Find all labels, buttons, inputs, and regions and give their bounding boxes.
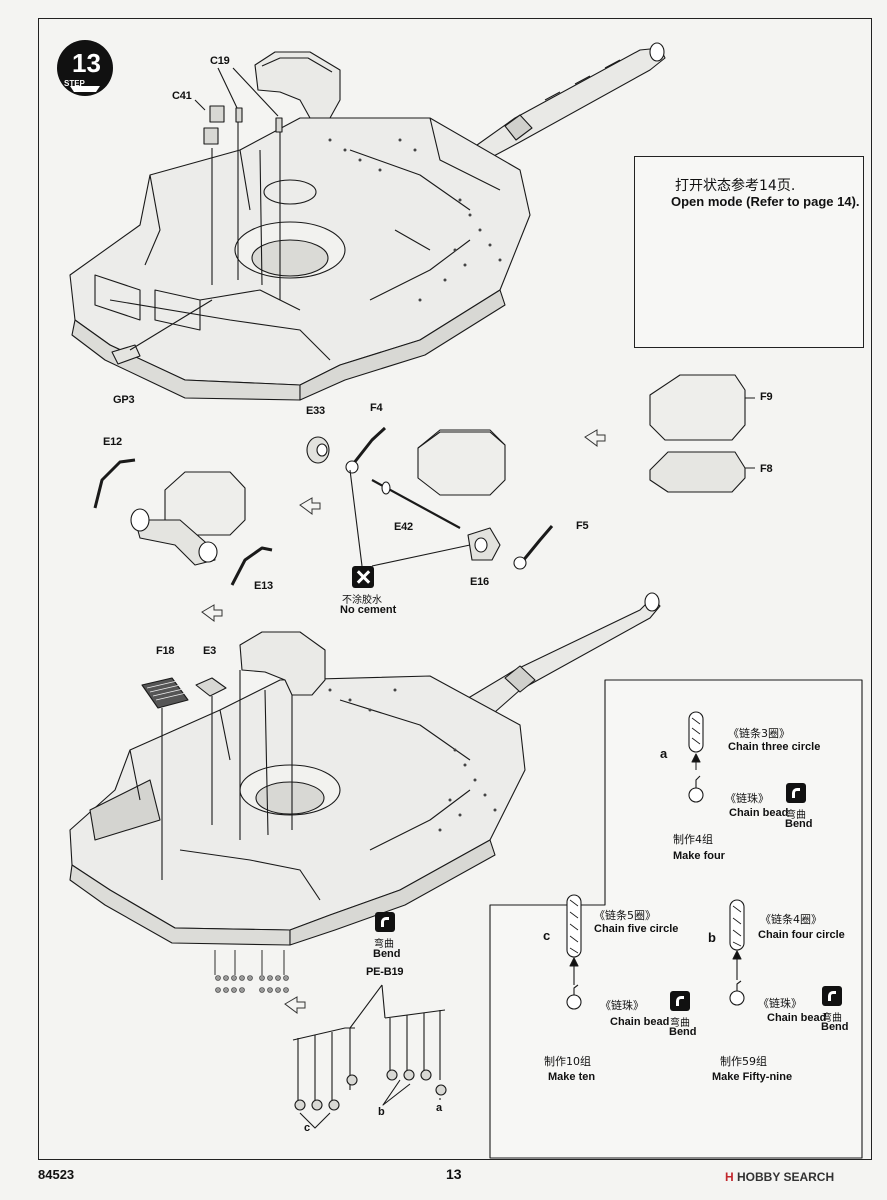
chain-b-chain-cn: 《链条4圈》 [760,913,822,926]
bend-en: Bend [373,948,401,960]
chain-a-bend-en: Bend [785,818,813,830]
no-cement-en: No cement [340,604,397,616]
chain-c-bead-en: Chain bead [610,1016,670,1028]
upper-turret-drawing [69,42,666,401]
part-label-f4: F4 [370,402,383,414]
part-label-e3: E3 [203,645,217,657]
step-badge-drawing [57,40,113,96]
part-label-e13: E13 [254,580,273,592]
chain-c-make-cn: 制作10组 [544,1055,591,1068]
lower-turret-drawing [69,592,661,1129]
chain-b-chain-en: Chain four circle [758,929,845,941]
step-number: 13 [72,48,101,78]
part-label-pe-b19: PE-B19 [366,966,404,978]
chain-a-bead-cn: 《链珠》 [725,792,769,805]
chain-c-make-en: Make ten [548,1071,596,1083]
chain-a-letter: a [660,746,668,761]
chain-a-chain-cn: 《链条3圈》 [728,727,790,740]
chain-a-bead-en: Chain bead [729,807,789,819]
flow-arrow-icon-1 [584,429,606,447]
watermark: H HOBBY SEARCH [725,1170,834,1184]
chain-b-make-cn: 制作59组 [720,1055,767,1068]
part-label-f18: F18 [156,645,175,657]
watermark-logo: H [725,1170,734,1184]
part-label-e16: E16 [470,576,489,588]
no-cement-icon [352,566,374,588]
assembly-letter-a: a [436,1102,442,1114]
open-mode-cn: 打开状态参考14页. [675,178,796,194]
kit-number: 84523 [38,1167,75,1182]
chain-detail-drawing [489,679,863,1159]
assembly-letter-c: c [304,1122,310,1134]
chain-b-letter: b [708,930,716,945]
step-label: STEP [64,79,85,88]
chain-b-bend-en: Bend [821,1021,849,1033]
chain-c-chain-en: Chain five circle [594,923,679,935]
no-cement-cn: 不涂胶水 [342,595,382,606]
part-label-e42: E42 [394,521,413,533]
part-label-f9: F9 [760,391,773,403]
chain-b-bead-en: Chain bead [767,1012,827,1024]
open-mode-note: 打开状态参考14页. Open mode (Refer to page 14). [634,156,864,348]
page-frame [38,18,872,1160]
chain-a-make-en: Make four [673,850,725,862]
chain-b-bend-cn: 弯曲 [822,1013,842,1024]
watermark-text: HOBBY SEARCH [737,1170,835,1184]
chain-a-make-cn: 制作4组 [673,833,713,846]
chain-c-letter: c [543,928,551,943]
part-label-c41: C41 [172,90,192,102]
part-label-c19: C19 [210,55,230,67]
chain-c-bend-icon [670,991,690,1011]
bend-cn: 弯曲 [374,939,394,950]
page-number: 13 [446,1166,462,1182]
chain-a-bend-cn: 弯曲 [786,810,806,821]
chain-c-bead-cn: 《链珠》 [600,999,644,1012]
chain-b-bead-cn: 《链珠》 [758,997,802,1010]
chain-a-bend-icon [786,783,806,803]
flow-arrow-icon-3 [201,604,223,622]
chain-c-bend-en: Bend [669,1026,697,1038]
chain-c-bend-cn: 弯曲 [670,1018,690,1029]
chain-c-chain-cn: 《链条5圈》 [594,909,656,922]
part-label-e12: E12 [103,436,122,448]
bend-icon [375,912,395,932]
chain-a-chain-en: Chain three circle [728,741,821,753]
part-label-gp3: GP3 [113,394,135,406]
flow-arrow-icon-2 [299,497,321,515]
part-label-f8: F8 [760,463,773,475]
flow-arrow-icon-4 [284,996,306,1014]
assembly-letter-b: b [378,1106,385,1118]
open-mode-en: Open mode (Refer to page 14). [671,194,860,209]
chain-b-bend-icon [822,986,842,1006]
part-label-f5: F5 [576,520,589,532]
part-label-e33: E33 [306,405,325,417]
hatch-subassembly-drawing [93,374,755,586]
chain-b-make-en: Make Fifty-nine [712,1071,793,1083]
